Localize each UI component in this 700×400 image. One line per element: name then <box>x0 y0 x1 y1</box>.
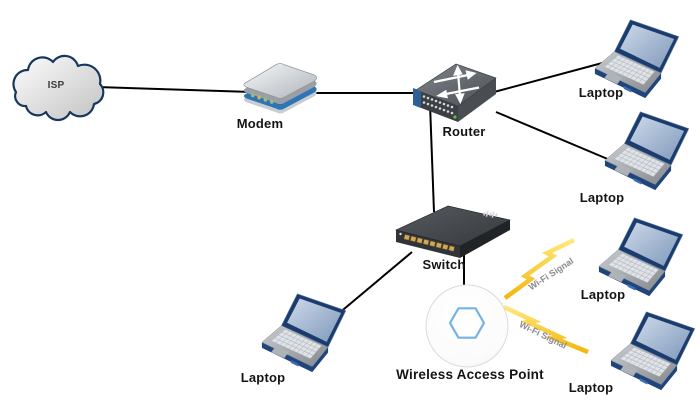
connection-line-router-laptop-top <box>493 61 607 93</box>
router-icon <box>413 63 497 122</box>
wifi-bolt-lower-icon <box>503 304 589 355</box>
laptop-label-wifi-top: Laptop <box>580 287 626 302</box>
connection-line-router-laptop-bottom <box>495 111 611 161</box>
hexagon-icon <box>448 307 486 339</box>
laptop-label-router-top: Laptop <box>578 85 624 100</box>
connection-line-router-switch <box>429 103 435 213</box>
isp-cloud-icon <box>12 54 105 122</box>
laptop-icon-wifi-top <box>598 217 684 297</box>
laptop-icon-switch <box>261 293 347 373</box>
laptop-icon-router-bottom <box>604 111 690 191</box>
router-arrows-icon <box>433 64 480 105</box>
switch-label: Switch <box>422 257 466 272</box>
isp-label: ISP <box>47 80 65 91</box>
modem-label: Modem <box>236 116 284 131</box>
laptop-label-wifi-bottom: Laptop <box>568 380 614 395</box>
cisco-logo-icon <box>483 211 498 218</box>
laptop-icon-wifi-bottom <box>610 311 696 391</box>
laptop-label-switch: Laptop <box>240 370 286 385</box>
modem-icon <box>243 63 317 114</box>
wireless-access-point-label: Wireless Access Point <box>396 367 544 382</box>
wifi-bolt-upper-icon <box>503 237 575 300</box>
access-point-icon <box>425 284 509 368</box>
connection-line-switch-laptop <box>337 251 413 315</box>
switch-icon <box>395 205 511 258</box>
router-label: Router <box>442 124 486 139</box>
laptop-label-router-bottom: Laptop <box>579 190 625 205</box>
connection-lines <box>96 61 611 315</box>
connection-line-isp-modem <box>96 86 253 93</box>
